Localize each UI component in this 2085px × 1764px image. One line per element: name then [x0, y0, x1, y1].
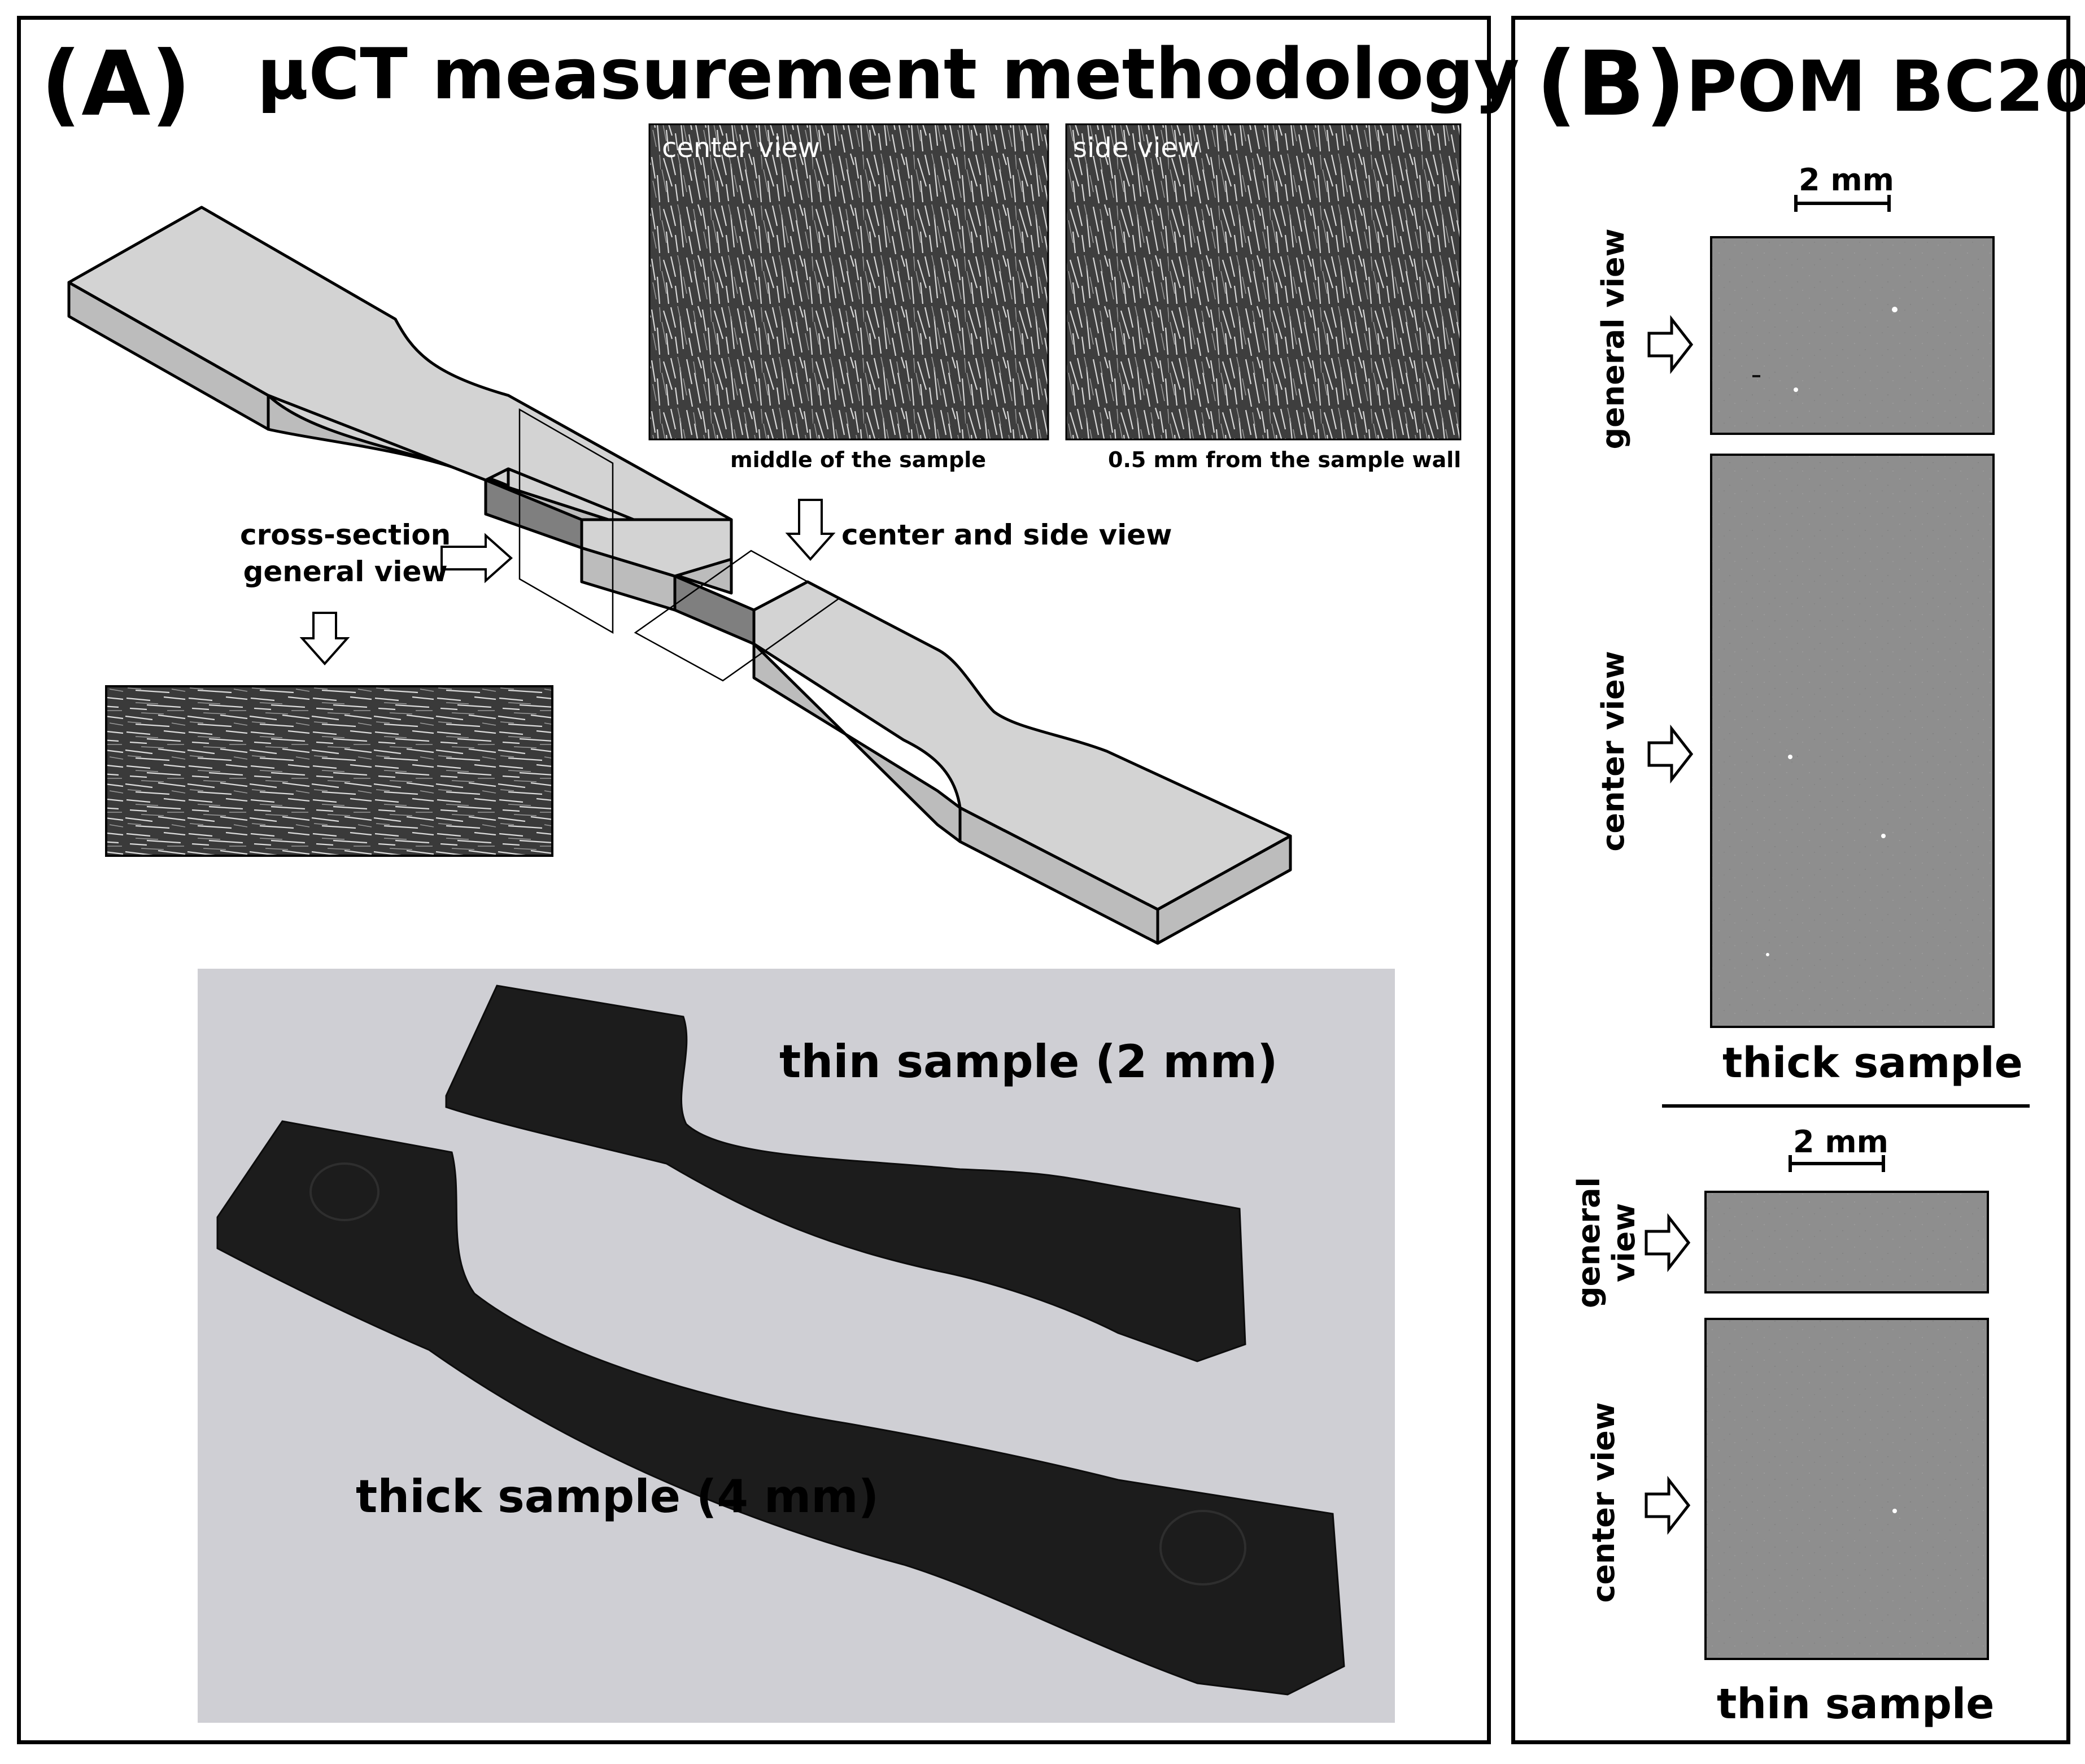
- specimen-3d-drawing: [67, 206, 1292, 945]
- thin-center-view-label: center view: [1585, 1402, 1621, 1603]
- thin-sample-label: thin sample (2 mm): [779, 1035, 1278, 1088]
- scale-label-thick: 2 mm: [1799, 162, 1894, 198]
- thin-specimen: [445, 985, 1246, 1362]
- specimen-top-main: [67, 206, 733, 561]
- specimen-top-right: [752, 580, 1292, 911]
- thin-general-view-label: general view: [1571, 1177, 1642, 1308]
- inclusion: [1794, 387, 1798, 392]
- arrow-right-cross-section: [440, 533, 513, 583]
- arrow-thick-general: [1647, 315, 1694, 374]
- thin-sample-caption: thin sample: [1717, 1680, 1995, 1728]
- specimen-ejector-marks: [309, 1162, 1246, 1586]
- panel-b-title: POM BC20: [1686, 46, 2085, 128]
- ct-thin-general-view: [1704, 1191, 1989, 1293]
- cross-section-face: [484, 478, 583, 550]
- arrow-thin-center: [1645, 1475, 1691, 1535]
- thick-general-view-label: general view: [1595, 228, 1631, 450]
- panel-a-title: μCT measurement methodology: [257, 34, 1520, 115]
- sample-photo-specimens: [216, 985, 1345, 1696]
- inclusion: [1788, 755, 1792, 759]
- center-side-label: center and side view: [841, 519, 1172, 551]
- cross-section-plane: [518, 408, 614, 634]
- ct-bright-inclusions: [1766, 307, 1898, 1513]
- center-side-section-face: [673, 574, 756, 646]
- cutting-planes: [518, 408, 840, 682]
- side-view-caption: 0.5 mm from the sample wall: [1108, 447, 1462, 472]
- side-view-overlay-label: side view: [1073, 132, 1200, 164]
- ct-thick-general-view: [1710, 236, 1995, 435]
- inclusion: [1892, 307, 1898, 312]
- thick-center-view-label: center view: [1595, 651, 1631, 852]
- thick-sample-caption: thick sample: [1722, 1039, 2023, 1087]
- panel-b-ct-images: [1704, 236, 1995, 1660]
- ejector-mark-thick-right: [1159, 1510, 1246, 1586]
- ct-image-side-view: [1065, 123, 1462, 441]
- arrow-thin-general: [1645, 1213, 1691, 1273]
- center-side-plane: [634, 550, 840, 682]
- arrow-down-center-side: [785, 499, 836, 561]
- ct-image-center-view: [648, 123, 1049, 441]
- ct-thin-center-view: [1704, 1318, 1989, 1660]
- scale-bars: [1789, 195, 1891, 1172]
- inclusion: [1892, 1509, 1897, 1513]
- thick-specimen: [216, 1120, 1345, 1696]
- inclusion-dark: [1752, 375, 1760, 377]
- annotation-arrows: [299, 499, 836, 666]
- ejector-mark-thick-left: [309, 1162, 380, 1221]
- inclusion: [1766, 953, 1769, 956]
- thick-sample-label: thick sample (4 mm): [356, 1470, 879, 1523]
- panel-b-letter: (B): [1536, 32, 1686, 136]
- ct-thick-center-view: [1710, 454, 1995, 1028]
- center-view-caption: middle of the sample: [730, 447, 986, 472]
- scale-label-thin: 2 mm: [1793, 1124, 1888, 1160]
- scale-bar-thin: [1789, 1155, 1885, 1172]
- inclusion: [1881, 834, 1886, 838]
- arrow-thick-center: [1647, 724, 1694, 784]
- ct-image-cross-section: [105, 685, 553, 857]
- cross-section-label: cross-section general view: [240, 519, 451, 588]
- panel-a-letter: (A): [41, 32, 191, 136]
- panel-b-arrows: [1645, 315, 1694, 1535]
- scale-bar-thick: [1794, 195, 1891, 212]
- arrow-down-cross-section: [299, 612, 350, 666]
- center-view-overlay-label: center view: [662, 132, 821, 164]
